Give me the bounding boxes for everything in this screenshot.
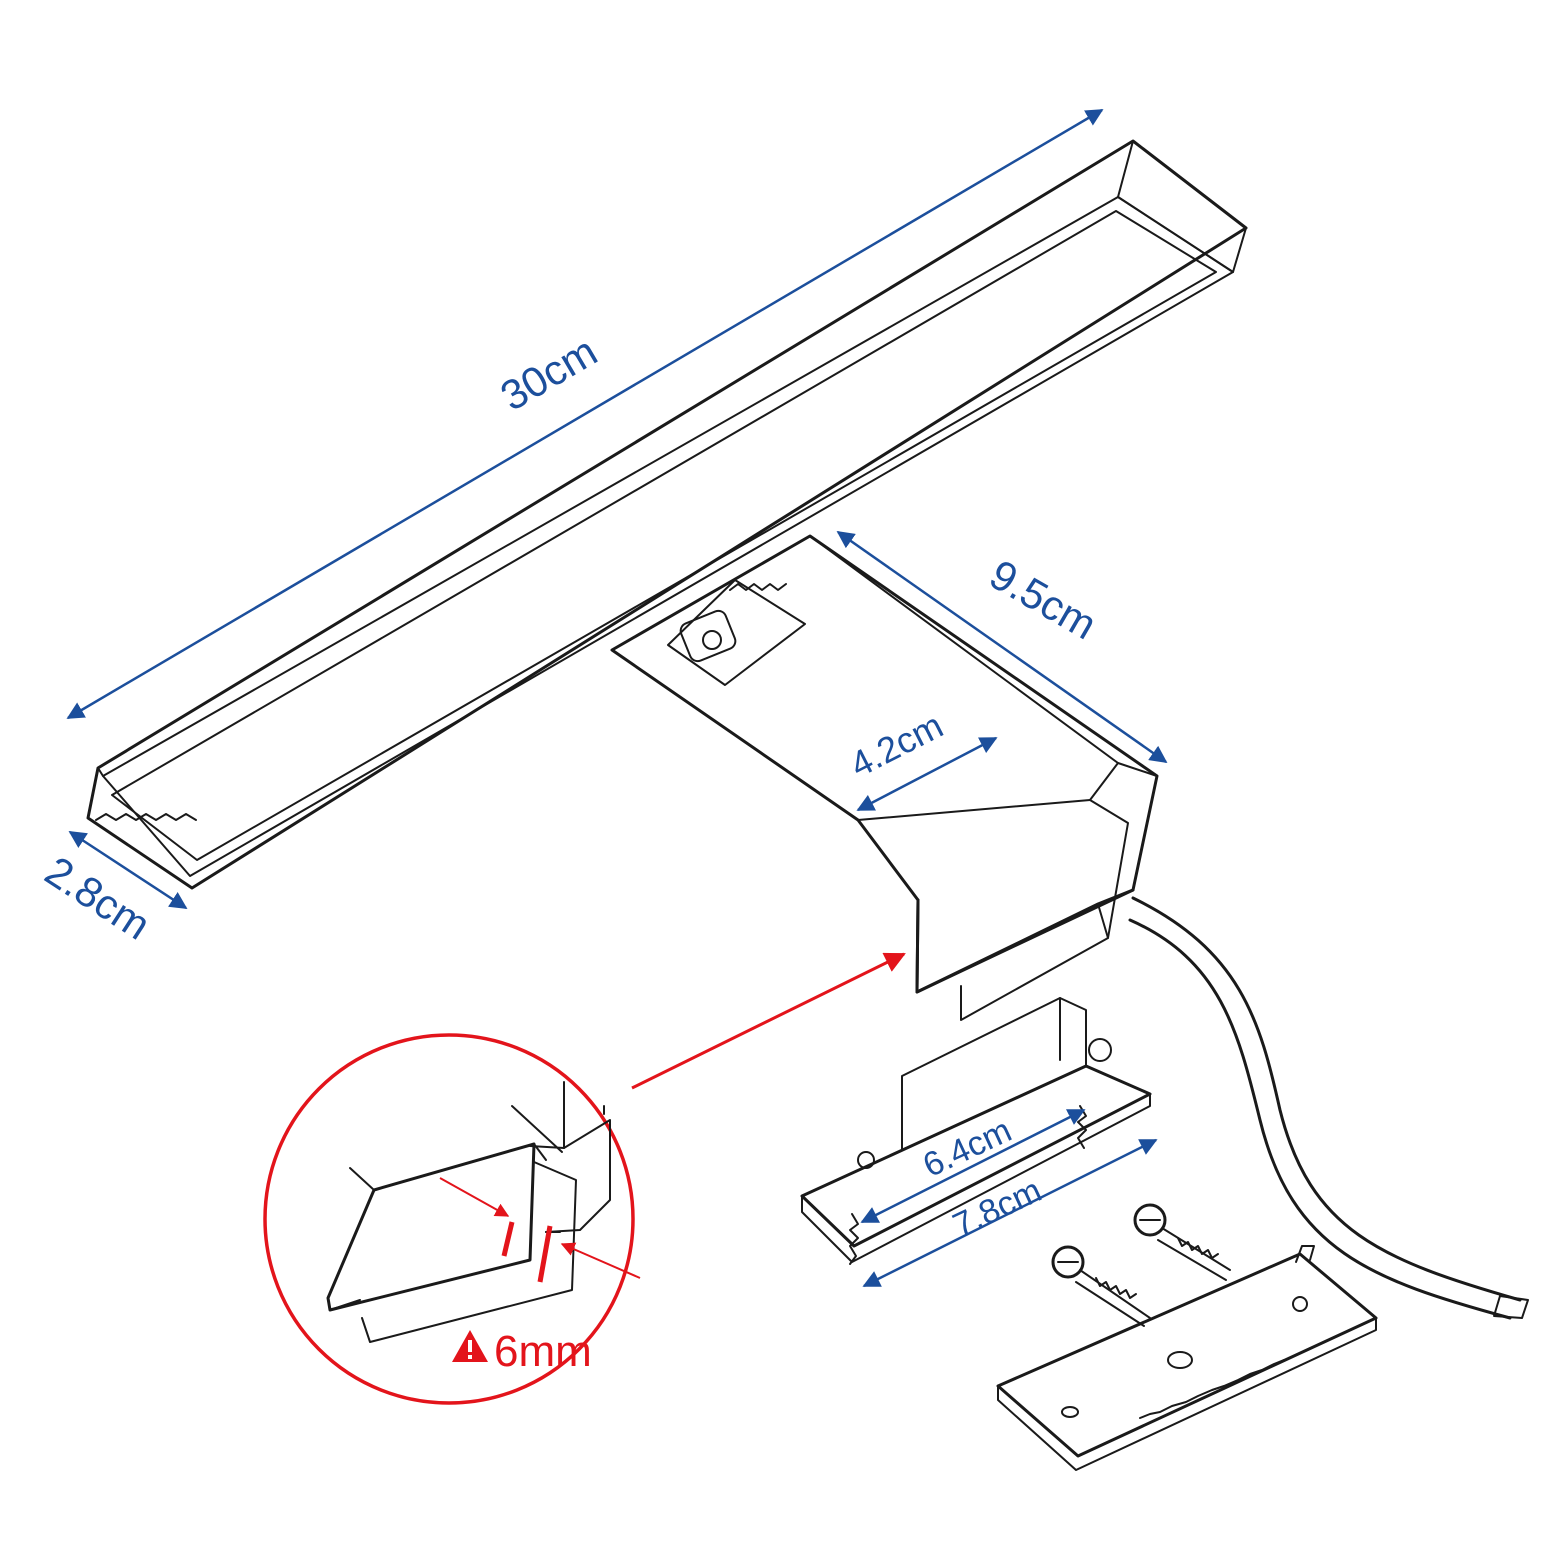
label-clip-outer: 7.8cm bbox=[947, 1171, 1047, 1245]
dimension-height: 2.8cm bbox=[37, 830, 188, 949]
dimension-arm-width: 4.2cm bbox=[843, 704, 998, 812]
label-length: 30cm bbox=[492, 327, 604, 420]
warning-triangle-icon bbox=[452, 1330, 488, 1362]
detail-clip-drawing bbox=[326, 1081, 641, 1343]
light-bar bbox=[86, 139, 1248, 890]
warning-label: 6mm bbox=[452, 1327, 592, 1376]
dimension-clip-outer: 7.8cm bbox=[862, 1138, 1158, 1288]
base-plate bbox=[996, 1245, 1378, 1471]
dimension-arrow-arm-width bbox=[856, 736, 998, 812]
power-cable bbox=[1128, 896, 1529, 1320]
dimension-arrow-clip-outer bbox=[862, 1138, 1158, 1288]
dimension-arrow-length bbox=[66, 108, 1104, 720]
label-height: 2.8cm bbox=[37, 847, 159, 949]
label-arm-width: 4.2cm bbox=[843, 704, 949, 785]
dimension-arrow-height bbox=[68, 830, 188, 910]
callout-arrow bbox=[631, 952, 906, 1090]
detail-circle bbox=[263, 1033, 635, 1405]
label-depth: 9.5cm bbox=[982, 550, 1105, 648]
screw-1 bbox=[1051, 1245, 1151, 1327]
dimension-arrow-depth bbox=[836, 530, 1168, 764]
detail-callout: 6mm bbox=[263, 952, 906, 1405]
label-clip-inner: 6.4cm bbox=[917, 1111, 1017, 1185]
thickness-label: 6mm bbox=[494, 1327, 592, 1376]
screw-2 bbox=[1133, 1203, 1231, 1281]
